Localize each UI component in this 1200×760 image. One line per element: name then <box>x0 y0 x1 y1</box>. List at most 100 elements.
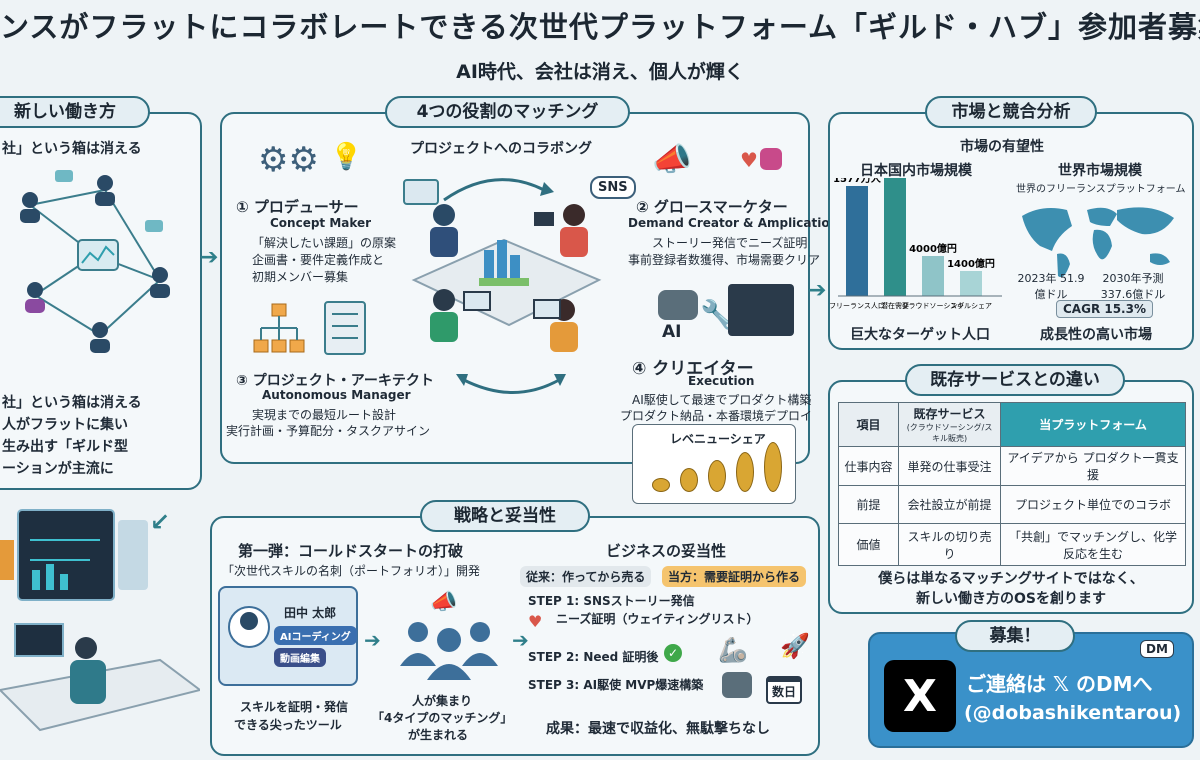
card-name: 田中 太郎 <box>284 606 337 620</box>
coin-stack-5 <box>764 442 782 492</box>
workspace-illustration <box>0 509 200 732</box>
table-header-existing-sub: (クラウドソーシング/スキル販売) <box>906 423 993 443</box>
bar-value-label-3: 1400億円 <box>947 257 995 270</box>
left-top-text: 社」という箱は消える <box>2 141 142 157</box>
roles-pill: 4つの役割のマッチング <box>385 96 630 128</box>
page-title: ンスがフラットにコラボレートできる次世代プラットフォーム「ギルド・ハブ」参加者募… <box>0 10 1200 44</box>
megaphone-icon: 📣 <box>652 140 692 178</box>
world-2030: 2030年予測 337.6億ドル <box>1100 272 1166 301</box>
people-heart-icon: ♥ <box>528 612 543 631</box>
step1-a: STEP 1: SNSストーリー発信 <box>528 594 695 608</box>
card-caption-2: できる尖ったツール <box>234 718 342 732</box>
bar-axis-label-0: フリーランス人口 <box>830 302 885 310</box>
table-header-ours: 当プラットフォーム <box>1000 402 1186 447</box>
arrow-right-icon-4: ➔ <box>512 628 529 652</box>
producer-desc-1: 「解決したい課題」の原案 <box>252 236 397 250</box>
step3: STEP 3: AI駆使 MVP爆速構築 <box>528 678 704 692</box>
code-window-icon <box>728 284 794 336</box>
contact-handle[interactable]: (@dobashikentarou) <box>964 702 1182 724</box>
creator-en: Execution <box>688 374 755 388</box>
world-2023: 2023年 51.9億ドル <box>1017 272 1085 301</box>
architect-desc-1: 実現までの最短ルート設計 <box>252 408 397 422</box>
bar-2 <box>922 256 944 296</box>
rocket-icon: 🚀 <box>780 632 810 660</box>
people-group-icon <box>400 622 498 680</box>
biz-title: ビジネスの妥当性 <box>606 542 727 560</box>
sns-bubble: SNS <box>590 176 636 199</box>
left-line-2: 人がフラットに集い <box>2 417 128 433</box>
world-market-title: 世界市場規模 <box>1058 163 1142 179</box>
coin-stack-4 <box>736 452 754 492</box>
table-header-item: 項目 <box>838 402 899 447</box>
bar-0 <box>846 186 868 296</box>
old-way-tag: 従来：作ってから売る <box>520 566 652 587</box>
arrow-right-icon-3: ➔ <box>364 628 381 652</box>
bar-axis-label-3: スキルシェア <box>950 302 992 310</box>
card-tag-ai-coding: AIコーディング <box>274 626 357 645</box>
growth-desc-2: 事前登録者数獲得、市場需要クリア <box>628 253 821 267</box>
team-collaboration-illustration <box>403 178 602 394</box>
megaphone-icon-2: 📣 <box>430 590 458 615</box>
instagram-icon <box>760 148 782 170</box>
people-caption-2: 「4タイプのマッチング」 <box>372 711 513 725</box>
table-row: 前提 会社設立が前提 プロジェクト単位でのコラボ <box>838 485 1186 524</box>
market-heading: 市場の有望性 <box>960 139 1044 155</box>
left-line-3: 生み出す「ギルド型 <box>2 439 128 455</box>
table-cell: スキルの切り売り <box>897 523 1002 566</box>
table-cell: 前提 <box>838 485 899 524</box>
checkmark-icon: ✓ <box>664 644 682 662</box>
coin-stack-1 <box>652 478 670 492</box>
producer-desc-2: 企画書・要件定義作成と <box>252 253 385 267</box>
avatar-person-icon <box>240 612 258 630</box>
left-line-1: 社」という箱は消える <box>2 395 142 411</box>
lightbulb-icon: 💡 <box>330 142 363 172</box>
table-cell: 仕事内容 <box>838 446 899 486</box>
table-cell: 単発の仕事受注 <box>897 446 1002 486</box>
calendar-icon: 数日 <box>766 676 802 704</box>
bar-1 <box>884 178 906 296</box>
world-map-illustration <box>1022 207 1174 278</box>
table-row: 価値 スキルの切り売り 「共創」でマッチングし、化学反応を生む <box>838 523 1186 566</box>
table-cell: 価値 <box>838 523 899 566</box>
japan-market-bar-chart: 1577万人フリーランス人口23.6兆円潜在需要4000億円クラウドソーシング1… <box>830 178 1002 310</box>
recruit-pill: 募集！ <box>955 620 1075 652</box>
cagr-badge: CAGR 15.3% <box>1056 300 1153 318</box>
x-logo-icon[interactable]: X <box>884 660 956 732</box>
strategy-pill: 戦略と妥当性 <box>420 500 590 532</box>
arrow-right-icon-2: ➔ <box>808 278 827 303</box>
compare-footer-2: 新しい働き方のOSを創ります <box>916 591 1106 607</box>
table-cell: プロジェクト単位でのコラボ <box>1000 485 1186 524</box>
arrow-down-left-icon: ↙ <box>150 508 171 536</box>
table-cell: 「共創」でマッチングし、化学反応を生む <box>1000 523 1186 566</box>
network-illustration <box>20 170 170 353</box>
compare-pill: 既存サービスとの違い <box>905 364 1125 396</box>
dm-bubble: DM <box>1140 640 1174 658</box>
revenue-share-label: レベニューシェア <box>670 432 766 446</box>
robot-icon-2 <box>722 672 752 698</box>
creator-title: ④ クリエイター <box>632 359 754 379</box>
gears-icon: ⚙⚙ <box>258 140 319 180</box>
producer-title: ① プロデューサー <box>236 198 359 216</box>
bar-axis-label-2: クラウドソーシング <box>902 301 965 310</box>
robot-icon <box>658 290 698 320</box>
people-caption-3: が生まれる <box>408 728 469 742</box>
phase-subtitle: 「次世代スキルの名刺（ポートフォリオ）」開発 <box>222 564 481 578</box>
phase-title: 第一弾：コールドスタートの打破 <box>238 542 464 560</box>
caption-growth-market: 成長性の高い市場 <box>1040 327 1152 343</box>
growth-title: ② グロースマーケター <box>636 198 788 216</box>
producer-en: Concept Maker <box>270 216 372 230</box>
contact-text[interactable]: ご連絡は 𝕏 のDMへ <box>966 672 1153 696</box>
comparison-table: 項目 既存サービス (クラウドソーシング/スキル販売) 当プラットフォーム 仕事… <box>838 402 1186 566</box>
architect-title: ③ プロジェクト・アーキテクト <box>236 373 434 389</box>
card-caption-1: スキルを証明・発信 <box>240 700 349 714</box>
producer-desc-3: 初期メンバー募集 <box>252 270 349 284</box>
caption-target-population: 巨大なターゲット人口 <box>850 327 990 343</box>
creator-desc-2: プロダクト納品・本番環境デプロイ <box>620 409 813 423</box>
arrow-right-icon: ➔ <box>200 245 219 270</box>
org-chart-icon <box>253 301 366 355</box>
table-header-existing: 既存サービス (クラウドソーシング/スキル販売) <box>897 402 1002 447</box>
growth-en: Demand Creator & Amplication <box>628 216 839 230</box>
coin-stack-3 <box>708 460 726 492</box>
world-market-sub: 世界のフリーランスプラットフォーム <box>1016 184 1186 195</box>
growth-desc-1: ストーリー発信でニーズ証明 <box>652 236 808 250</box>
